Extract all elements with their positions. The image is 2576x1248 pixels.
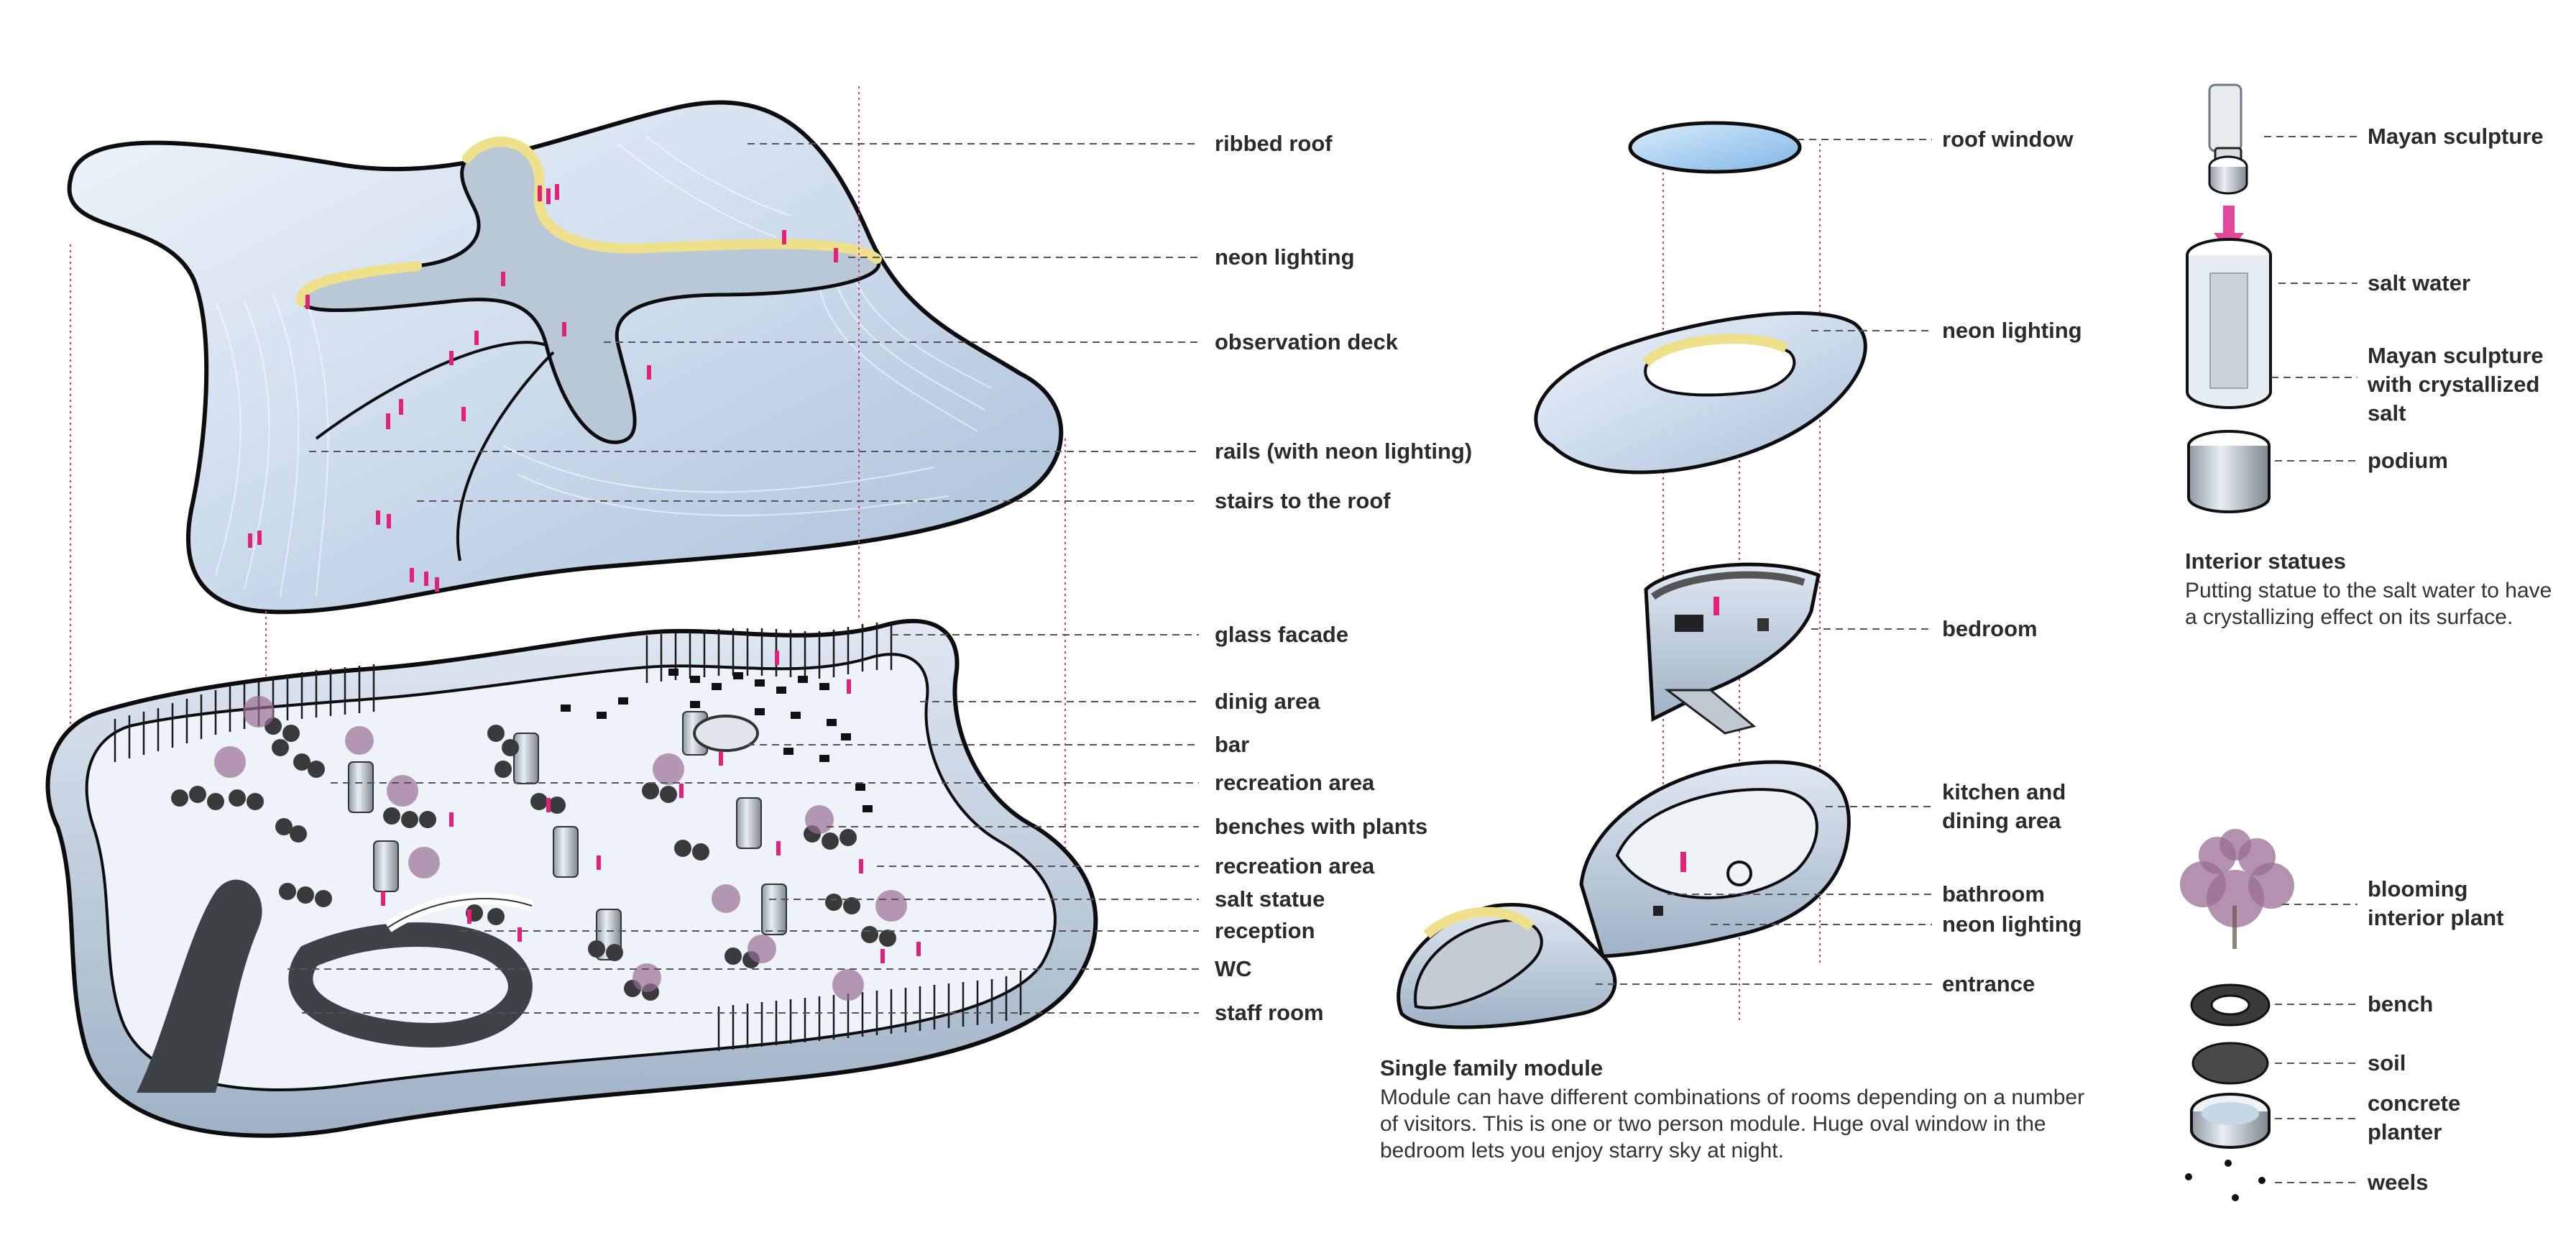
label-roof-window: roof window <box>1942 127 2074 152</box>
statue-mayan-sculpture <box>2208 83 2248 195</box>
label-benches: benches with plants <box>1215 814 1428 839</box>
reception-desk <box>385 893 534 932</box>
label-neon-lighting: neon lighting <box>1215 244 1355 270</box>
label-ribbed-roof: ribbed roof <box>1215 131 1333 156</box>
module-caption-title: Single family module <box>1380 1055 1604 1080</box>
label-podium: podium <box>2368 448 2448 473</box>
wheels <box>2185 1160 2266 1201</box>
statue-podium <box>2187 430 2271 513</box>
module-roof-window <box>1628 121 1802 174</box>
label-glass-facade: glass facade <box>1215 622 1349 647</box>
label-blooming-plant: blooming interior plant <box>2368 876 2504 930</box>
glass-facade <box>114 623 1022 1051</box>
statue-salt-water <box>2186 238 2272 409</box>
soil-disc <box>2191 1042 2269 1085</box>
module-roof <box>1534 311 1867 474</box>
floor-visitors <box>381 651 921 963</box>
label-mayan-sculpture: Mayan sculpture <box>2368 124 2544 149</box>
label-bar: bar <box>1215 732 1250 757</box>
label-salt-water: salt water <box>2368 270 2471 295</box>
label-staff-room: staff room <box>1215 1000 1324 1025</box>
concrete-planter <box>2190 1093 2271 1149</box>
label-recreation-area-1: recreation area <box>1215 770 1375 795</box>
label-kitchen: kitchen and dining area <box>1942 779 2066 833</box>
label-concrete-planter: concrete planter <box>2368 1091 2461 1144</box>
bar-counter <box>693 715 759 752</box>
roof-stairs <box>315 341 555 561</box>
label-salt-statue: salt statue <box>1215 886 1325 912</box>
module-caption-text: Module can have different combinations o… <box>1380 1086 2085 1162</box>
label-module-neon-lighting: neon lighting <box>1942 318 2082 343</box>
label-stairs: stairs to the roof <box>1215 488 1391 513</box>
label-bench: bench <box>2368 991 2434 1017</box>
roof-visitors <box>248 184 838 592</box>
label-recreation-area-2: recreation area <box>1215 853 1375 878</box>
bench-ring <box>2190 983 2271 1027</box>
leader-lines <box>288 136 2358 1183</box>
walkway-path <box>137 879 533 1093</box>
statue-caption-text: Putting statue to the salt water to have… <box>2185 579 2552 629</box>
module-entrance <box>1397 903 1617 1029</box>
dining-tables <box>561 669 873 812</box>
observation-deck <box>296 137 882 444</box>
label-weels: weels <box>2368 1170 2429 1195</box>
blooming-plant <box>2180 829 2294 949</box>
label-wc: WC <box>1215 956 1252 981</box>
label-crystallized-sculpture: Mayan sculpture with crystallized salt <box>2368 343 2544 426</box>
label-soil: soil <box>2368 1050 2406 1075</box>
planter-clusters <box>171 717 896 1001</box>
label-rails: rails (with neon lighting) <box>1215 439 1473 464</box>
label-entrance: entrance <box>1942 971 2036 996</box>
label-dining-area: dinig area <box>1215 689 1320 714</box>
module-bedroom <box>1644 562 1821 735</box>
label-reception: reception <box>1215 918 1315 943</box>
statue-caption-title: Interior statues <box>2185 549 2346 574</box>
label-observation-deck: observation deck <box>1215 329 1398 354</box>
label-module-neon-lighting-2: neon lighting <box>1942 912 2082 937</box>
label-bathroom: bathroom <box>1942 881 2045 907</box>
label-bedroom: bedroom <box>1942 616 2038 641</box>
module-kitchen <box>1579 760 1851 958</box>
